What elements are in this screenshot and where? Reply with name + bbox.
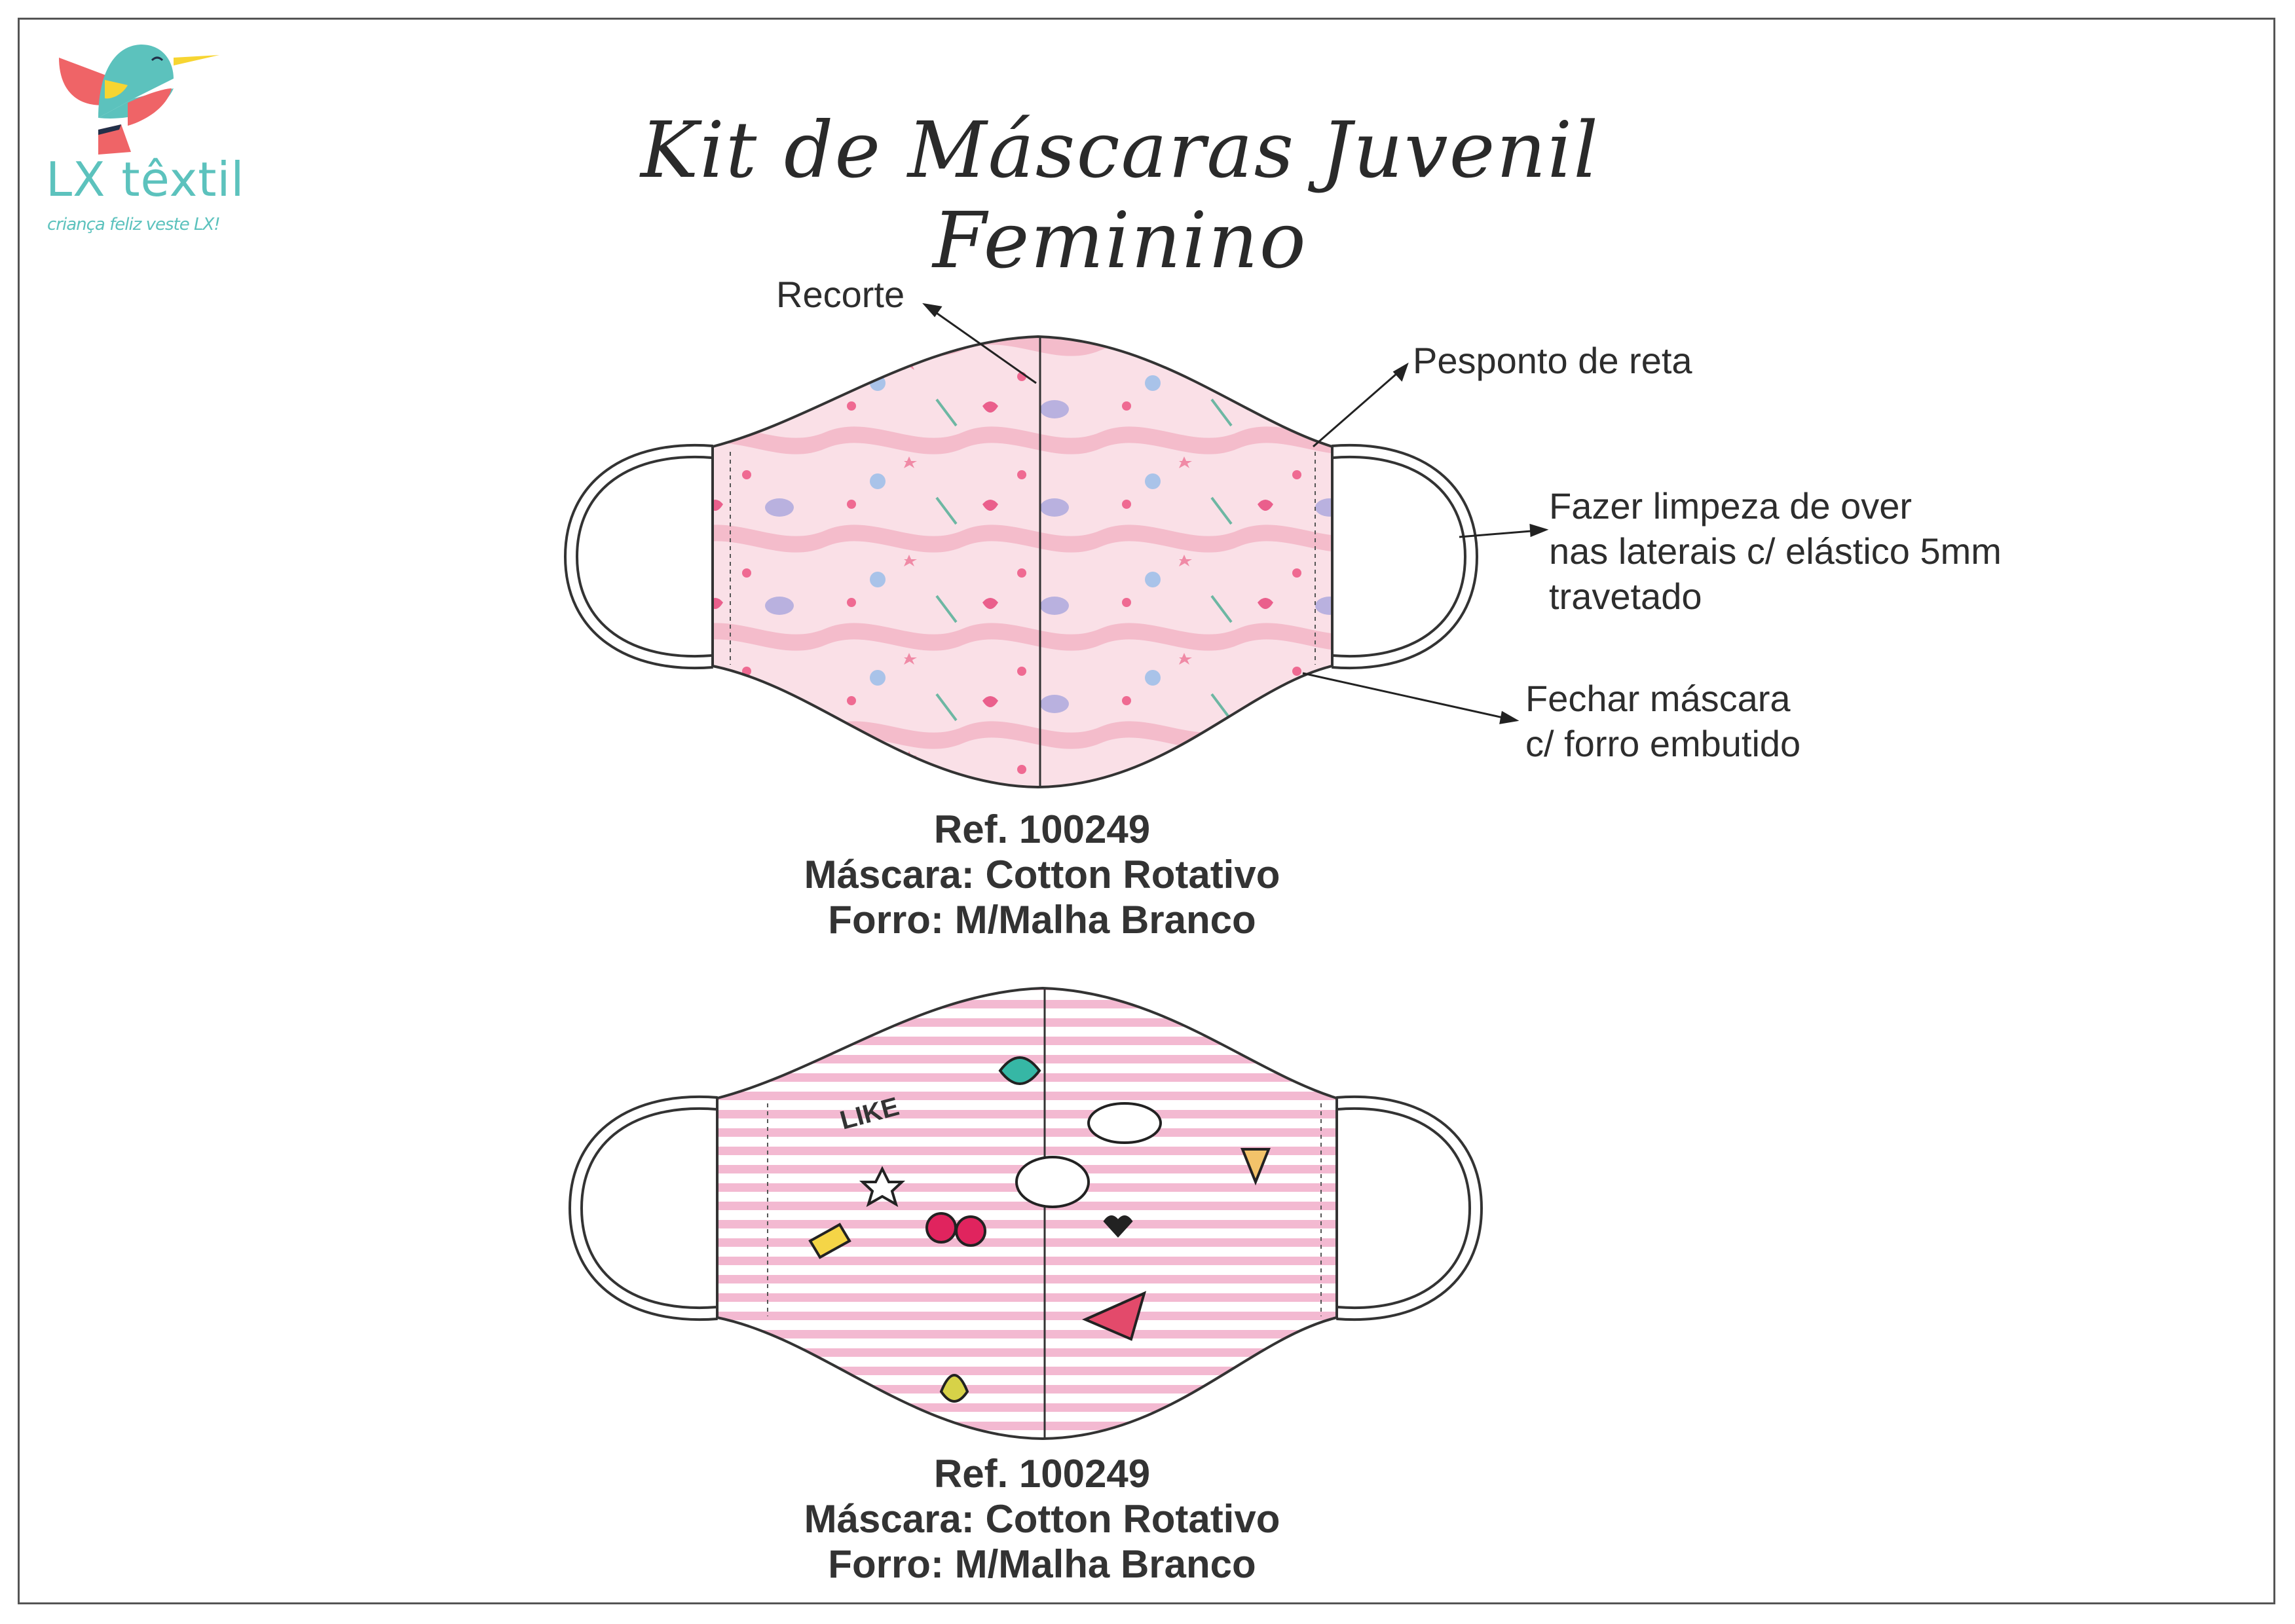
annotation-fechar-line: c/ forro embutido	[1525, 723, 1801, 764]
logo-bird-icon	[59, 45, 219, 155]
product-forro: Forro: M/Malha Branco	[828, 898, 1256, 942]
product-1-spec: Ref. 100249 Máscara: Cotton Rotativo For…	[715, 807, 1370, 942]
annotation-fechar: Fechar máscara c/ forro embutido	[1525, 676, 1801, 766]
annotation-limpeza-line: nas laterais c/ elástico 5mm	[1549, 530, 2002, 572]
mask-1-illustration	[563, 335, 1479, 789]
product-ref: Ref. 100249	[933, 1452, 1151, 1496]
mask-2-illustration: LIKE	[568, 986, 1483, 1441]
product-ref: Ref. 100249	[933, 807, 1151, 851]
annotation-limpeza-line: travetado	[1549, 576, 1702, 617]
annotation-limpeza: Fazer limpeza de over nas laterais c/ el…	[1549, 483, 2002, 619]
page-title: Kit de Máscaras Juvenil Feminino	[641, 105, 1599, 286]
product-mascara: Máscara: Cotton Rotativo	[804, 853, 1280, 896]
page-border	[18, 18, 2275, 1604]
logo-name: LX têxtil	[46, 152, 245, 207]
product-mascara: Máscara: Cotton Rotativo	[804, 1497, 1280, 1541]
annotation-pesponto: Pesponto de reta	[1413, 340, 1692, 381]
annotation-recorte: Recorte	[776, 274, 905, 315]
annotation-fechar-line: Fechar máscara	[1525, 678, 1791, 719]
logo-slogan: criança feliz veste LX!	[47, 215, 221, 234]
annotation-arrows	[922, 303, 1549, 724]
product-forro: Forro: M/Malha Branco	[828, 1542, 1256, 1586]
product-2-spec: Ref. 100249 Máscara: Cotton Rotativo For…	[715, 1451, 1370, 1587]
annotation-limpeza-line: Fazer limpeza de over	[1549, 485, 1912, 526]
